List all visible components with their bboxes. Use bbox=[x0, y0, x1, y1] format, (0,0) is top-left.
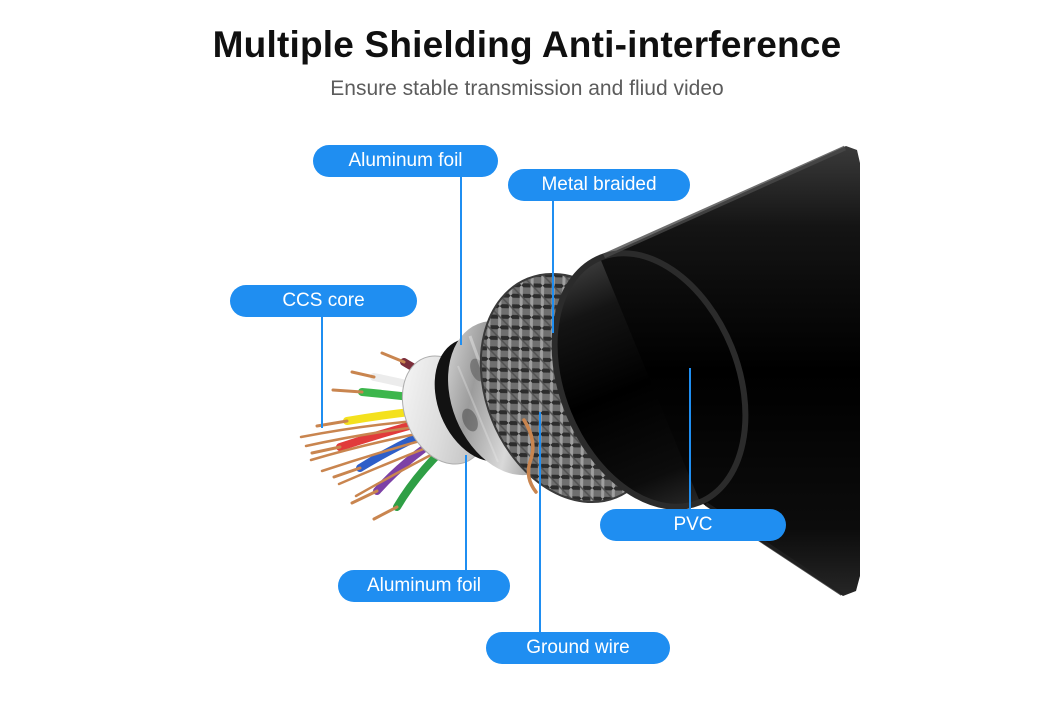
connector-ground-wire bbox=[539, 412, 541, 632]
connector-metal-braided bbox=[552, 200, 554, 333]
label-pvc: PVC bbox=[600, 509, 786, 541]
ground-wire-strand bbox=[522, 418, 538, 494]
label-ccs-core: CCS core bbox=[230, 285, 417, 317]
page-title: Multiple Shielding Anti-interference bbox=[212, 24, 842, 65]
label-metal-braided: Metal braided bbox=[508, 169, 690, 201]
connector-ccs-core bbox=[321, 316, 323, 428]
label-aluminum-foil-bottom: Aluminum foil bbox=[338, 570, 510, 602]
connector-aluminum-foil-top bbox=[460, 176, 462, 345]
page-subtitle: Ensure stable transmission and fliud vid… bbox=[330, 77, 724, 100]
pvc-jacket bbox=[551, 145, 860, 596]
connector-pvc bbox=[689, 368, 691, 509]
label-aluminum-foil-top: Aluminum foil bbox=[313, 145, 498, 177]
label-ground-wire: Ground wire bbox=[486, 632, 670, 664]
connector-aluminum-foil-bottom bbox=[465, 455, 467, 570]
